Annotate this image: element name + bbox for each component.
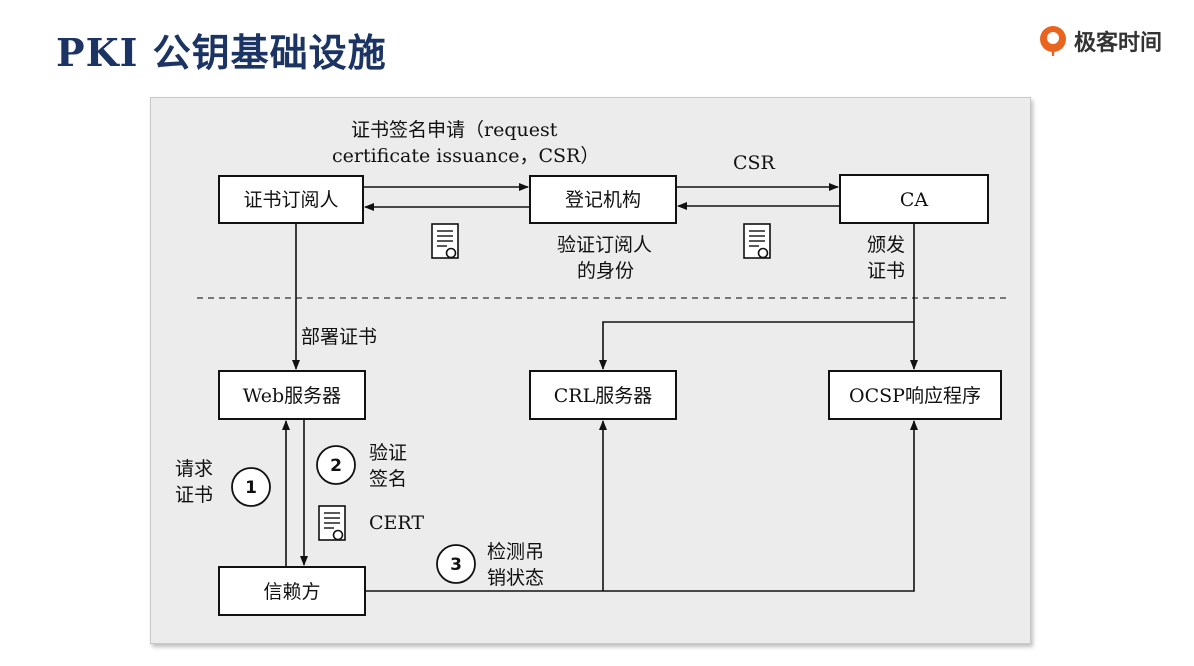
ra-box xyxy=(529,175,677,224)
ocsp-box xyxy=(828,370,1002,420)
certificate-icon xyxy=(743,223,771,259)
step-2-number: 2 xyxy=(330,456,342,476)
certificate-icon xyxy=(431,223,459,259)
page-title: PKI 公钥基础设施 xyxy=(56,30,387,75)
brand-name: 极客时间 xyxy=(1074,31,1163,56)
relying-party-label: 信赖方 xyxy=(263,581,320,603)
subscriber-box xyxy=(218,175,364,224)
request-label-line2: certificate issuance，CSR） xyxy=(332,145,599,167)
deploy-cert-label: 部署证书 xyxy=(301,326,377,348)
request-label-line1: 证书签名申请（request xyxy=(351,119,558,141)
crl-server-label: CRL服务器 xyxy=(554,385,652,407)
brand-logo: 极客时间 xyxy=(1038,24,1162,58)
ca-label: CA xyxy=(900,189,929,211)
relying-party-box xyxy=(218,566,366,616)
verify-identity-line1: 验证订阅人 xyxy=(557,234,652,256)
step-3-number: 3 xyxy=(450,555,462,575)
issue-cert-line2: 证书 xyxy=(867,260,905,282)
certificate-icon xyxy=(318,505,346,541)
geektime-logo-icon xyxy=(1040,26,1066,56)
crl-server-box xyxy=(529,370,677,420)
cert-label: CERT xyxy=(369,512,424,534)
ocsp-label: OCSP响应程序 xyxy=(849,385,981,407)
verify-identity-line2: 的身份 xyxy=(577,260,634,282)
request-cert-line2: 证书 xyxy=(175,484,213,506)
verify-sig-line2: 签名 xyxy=(369,468,407,490)
ca-to-crl-arrow xyxy=(599,321,914,370)
issue-cert-line1: 颁发 xyxy=(867,234,905,256)
ca-box xyxy=(839,174,989,224)
subscriber-label: 证书订阅人 xyxy=(243,189,338,211)
step-1-number: 1 xyxy=(245,478,257,498)
check-revocation-line2: 销状态 xyxy=(487,567,544,589)
verify-sig-line1: 验证 xyxy=(369,442,407,464)
web-server-box xyxy=(218,370,366,420)
pki-diagram: 证书订阅人 登记机构 CA Web服务器 CRL服务器 OCSP响应程序 信赖方… xyxy=(150,97,1031,644)
csr-label: CSR xyxy=(733,152,776,174)
check-ocsp-arrow xyxy=(365,420,918,592)
web-server-label: Web服务器 xyxy=(243,385,341,407)
request-cert-line1: 请求 xyxy=(175,458,213,480)
step-3-circle xyxy=(436,544,476,584)
step-1-circle xyxy=(231,467,271,507)
step-2-circle xyxy=(316,445,356,485)
check-revocation-line1: 检测吊 xyxy=(487,541,544,563)
ra-label: 登记机构 xyxy=(565,189,641,211)
